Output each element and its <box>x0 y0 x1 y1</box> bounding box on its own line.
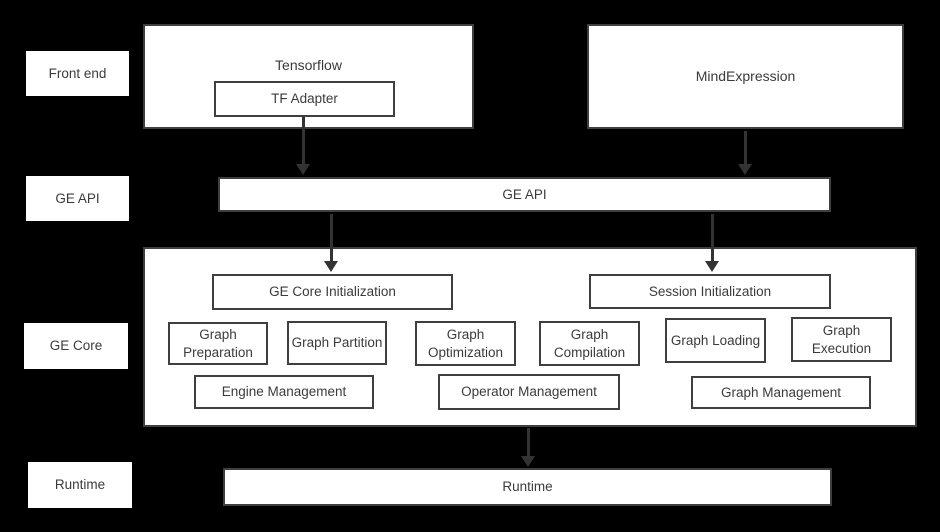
row-label-ge-api: GE API <box>26 176 129 221</box>
arrow-head-icon <box>521 456 535 467</box>
arrow-ge-core-to-runtime <box>521 428 535 467</box>
operator-management-box: Operator Management <box>438 374 620 410</box>
graph-partition-box: Graph Partition <box>287 321 387 365</box>
arrow-mind-expression-to-ge-api <box>738 131 752 175</box>
mind-expression-box: MindExpression <box>587 24 904 129</box>
session-initialization-box: Session Initialization <box>589 274 831 309</box>
runtime-bar: Runtime <box>223 468 832 506</box>
arrow-stem <box>301 117 305 165</box>
ge-core-initialization-box: GE Core Initialization <box>212 274 453 310</box>
graph-preparation-box: Graph Preparation <box>168 322 268 365</box>
graph-compilation-box: Graph Compilation <box>539 321 640 366</box>
arrow-head-icon <box>324 261 338 272</box>
graph-optimization-box: Graph Optimization <box>415 321 516 366</box>
tensorflow-box: Tensorflow TF Adapter <box>143 24 474 129</box>
graph-management-box: Graph Management <box>691 376 871 409</box>
arrow-ge-api-to-ge-core-initialization <box>324 214 338 272</box>
ge-api-bar: GE API <box>218 177 831 212</box>
arrow-head-icon <box>296 164 310 175</box>
arrow-stem <box>526 428 530 457</box>
ge-core-container: GE Core Initialization Session Initializ… <box>143 247 917 427</box>
arrow-stem <box>329 214 333 262</box>
row-label-ge-core: GE Core <box>24 323 128 369</box>
tf-adapter-box: TF Adapter <box>214 81 395 117</box>
row-label-runtime: Runtime <box>28 462 132 508</box>
tensorflow-title: Tensorflow <box>275 57 342 73</box>
graph-loading-box: Graph Loading <box>665 318 766 363</box>
arrow-head-icon <box>738 164 752 175</box>
arrow-tf-adapter-to-ge-api <box>296 117 310 175</box>
graph-execution-box: Graph Execution <box>791 317 892 362</box>
arrow-ge-api-to-session-initialization <box>705 214 719 272</box>
arrow-head-icon <box>705 261 719 272</box>
arrow-stem <box>710 214 714 262</box>
engine-management-box: Engine Management <box>194 375 374 409</box>
arrow-stem <box>743 131 747 165</box>
row-label-front-end: Front end <box>26 51 129 96</box>
